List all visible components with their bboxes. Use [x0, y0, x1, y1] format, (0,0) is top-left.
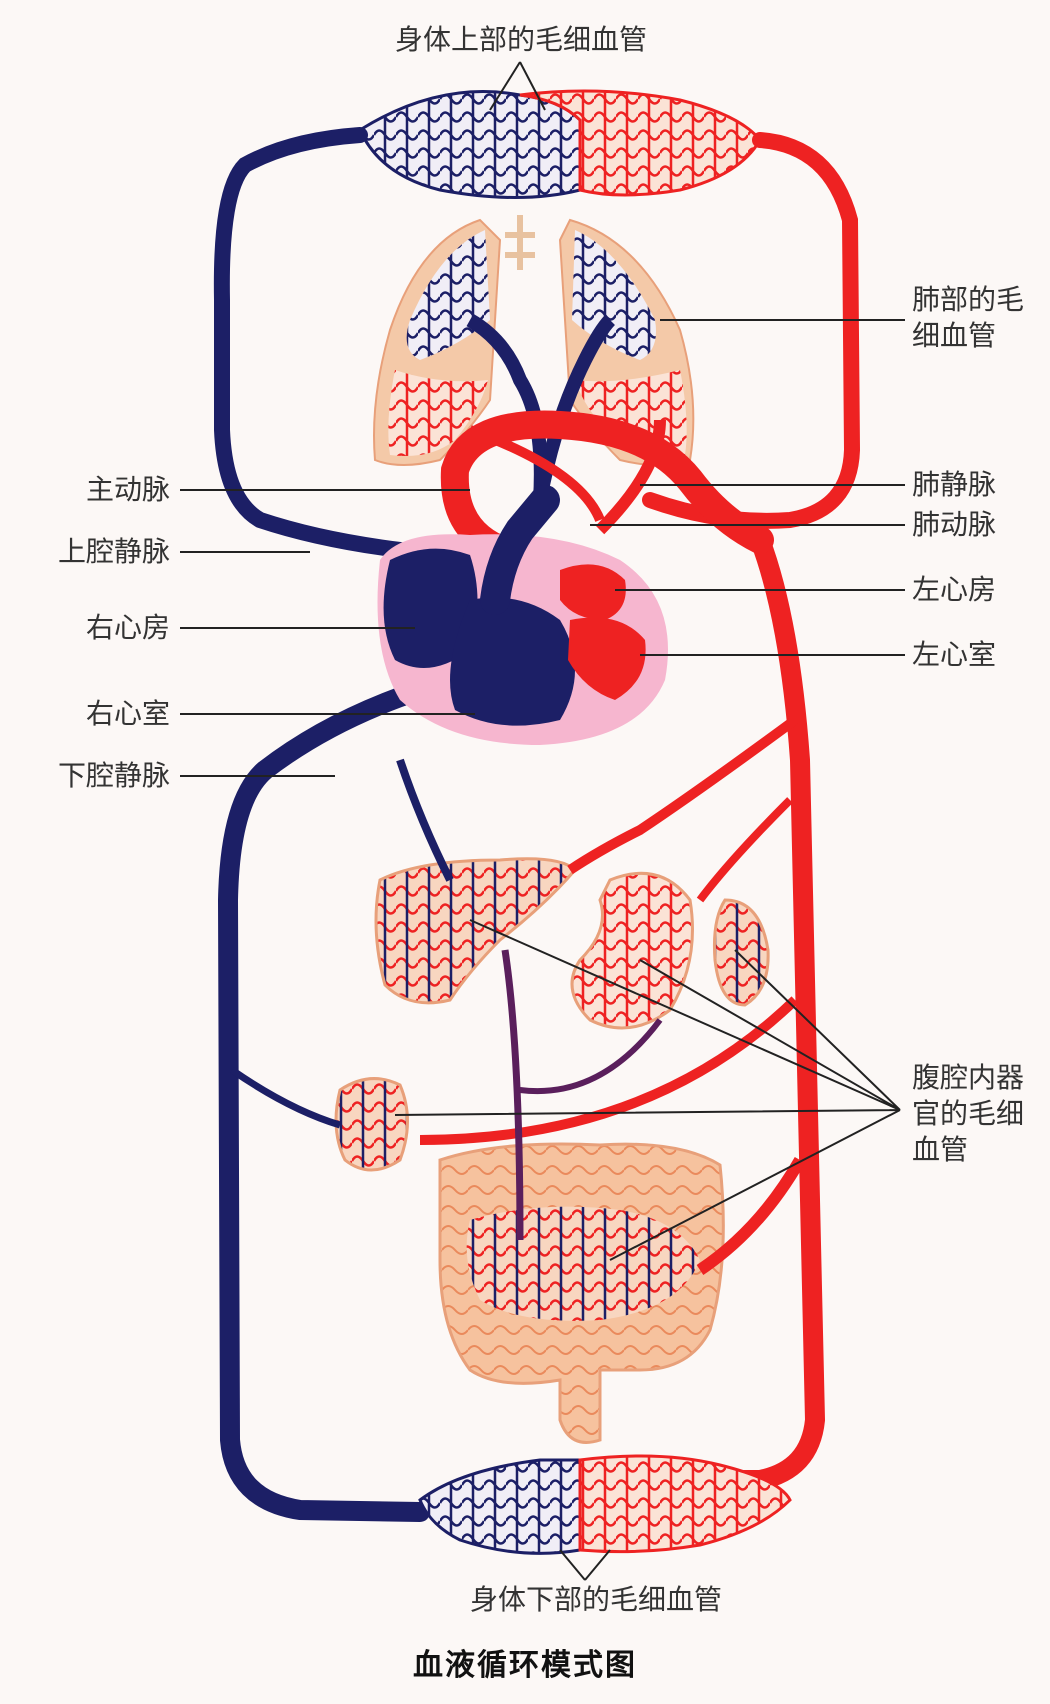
label-superior-vena-cava: 上腔静脉	[40, 534, 170, 570]
label-right-atrium: 右心房	[70, 610, 170, 646]
label-pulmonary-vein: 肺静脉	[912, 467, 996, 503]
upper-body-capillary-bed	[360, 91, 760, 198]
label-lung-capillaries: 肺部的毛细血管	[912, 282, 1032, 354]
superior-vena-cava-vessel	[222, 135, 400, 550]
spleen	[336, 1079, 408, 1170]
descending-aorta	[720, 540, 815, 1480]
label-lower-body-capillaries: 身体下部的毛细血管	[470, 1582, 722, 1618]
diagram-caption: 血液循环模式图	[0, 1640, 1050, 1684]
heart	[378, 500, 669, 745]
label-left-ventricle: 左心室	[912, 637, 996, 673]
stomach	[572, 873, 693, 1028]
label-abdominal-capillaries: 腹腔内器官的毛细血管	[912, 1060, 1032, 1168]
label-inferior-vena-cava: 下腔静脉	[40, 758, 170, 794]
liver	[376, 859, 575, 1003]
label-aorta: 主动脉	[70, 472, 170, 508]
label-pulmonary-artery: 肺动脉	[912, 507, 996, 543]
label-upper-body-capillaries: 身体上部的毛细血管	[395, 22, 647, 58]
label-right-ventricle: 右心室	[70, 696, 170, 732]
lower-body-capillary-bed	[420, 1456, 790, 1553]
label-left-atrium: 左心房	[912, 572, 996, 608]
intestines	[440, 1144, 723, 1443]
kidney	[714, 900, 768, 1005]
